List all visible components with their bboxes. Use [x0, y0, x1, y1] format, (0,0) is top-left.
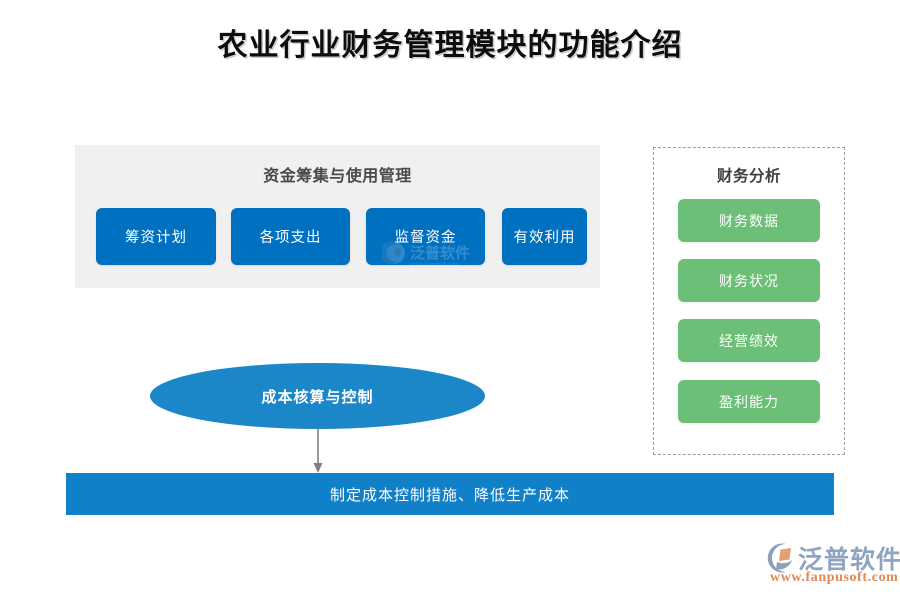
brand-name: 泛普软件: [798, 547, 900, 574]
financial-analysis-panel: 财务分析: [653, 147, 845, 455]
cost-control-measures-bar: 制定成本控制措施、降低生产成本: [66, 473, 834, 515]
page-title: 农业行业财务管理模块的功能介绍: [217, 29, 683, 62]
brand-logo: 泛普软件 www.fanpusoft.com: [762, 540, 900, 588]
analysis-button-financial-data[interactable]: 财务数据: [678, 199, 820, 242]
cost-accounting-ellipse[interactable]: 成本核算与控制: [150, 363, 485, 429]
fund-button-expenditures[interactable]: 各项支出: [231, 208, 350, 265]
analysis-button-financial-status[interactable]: 财务状况: [678, 259, 820, 302]
fund-button-financing-plan[interactable]: 筹资计划: [96, 208, 216, 265]
fund-button-effective-use[interactable]: 有效利用: [502, 208, 587, 265]
brand-url: www.fanpusoft.com: [770, 570, 899, 585]
fanpu-logo-icon: [762, 542, 796, 574]
financial-analysis-panel-title: 财务分析: [716, 168, 781, 185]
funds-management-panel-title: 资金筹集与使用管理: [263, 168, 412, 185]
fund-button-supervise-funds[interactable]: 监督资金: [366, 208, 485, 265]
analysis-button-profitability[interactable]: 盈利能力: [678, 380, 820, 423]
arrow-down-icon: [310, 428, 326, 474]
analysis-button-operating-performance[interactable]: 经营绩效: [678, 319, 820, 362]
